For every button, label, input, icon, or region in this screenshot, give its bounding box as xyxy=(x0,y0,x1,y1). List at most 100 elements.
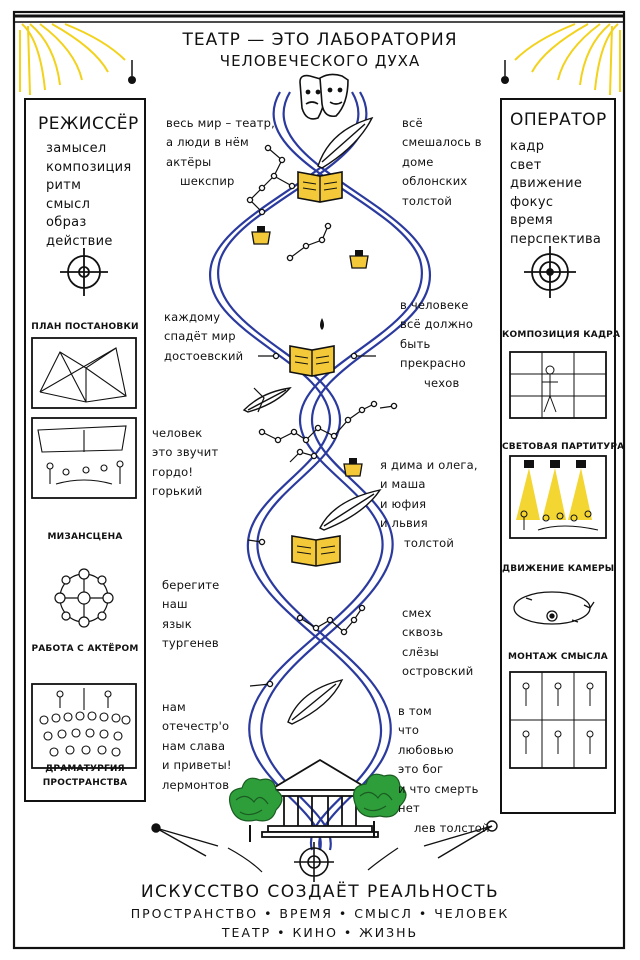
quote-dostoevsky: каждому спадёт мир достоевский xyxy=(164,288,243,386)
quote-author: шекспир xyxy=(180,174,235,188)
theater-building-icon xyxy=(261,758,379,838)
quote-lev-tolstoy: в том что любовью это бог и что смерть н… xyxy=(398,682,490,858)
caption-camera-movement: ДВИЖЕНИЕ КАМЕРЫ xyxy=(502,564,615,574)
main-title: ТЕАТР — ЭТО ЛАБОРАТОРИЯ xyxy=(182,30,458,50)
quill-icon xyxy=(242,387,292,413)
operator-item: кадр xyxy=(510,139,545,154)
book-icon xyxy=(289,345,335,377)
caption-light-score: СВЕТОВАЯ ПАРТИТУРА xyxy=(502,442,625,452)
quote-text: в человеке всё должно быть прекрасно xyxy=(400,297,474,371)
quote-author: островский xyxy=(402,664,474,678)
stage-sketch xyxy=(37,425,127,485)
tree-icon xyxy=(229,777,283,842)
caption-mise-en-scene: МИЗАНСЦЕНА xyxy=(47,532,123,542)
tree-icon xyxy=(353,773,407,838)
quote-shakespeare: весь мир – театр, а люди в нём актёры ше… xyxy=(166,94,275,211)
book-icon xyxy=(297,171,343,203)
operator-panel-art xyxy=(509,246,607,769)
quote-tolstoy-family: я дима и олега, и маша и юфия и львия то… xyxy=(380,436,478,573)
thirds-grid xyxy=(510,352,606,418)
quill-icon xyxy=(317,116,374,169)
connector-strokes xyxy=(227,847,399,873)
operator-item: движение xyxy=(510,176,583,191)
quote-author: горький xyxy=(152,484,203,498)
crosshair-icon xyxy=(294,842,334,882)
quote-gorky: человек это звучит гордо! горький xyxy=(152,404,218,521)
inkwell-icon xyxy=(251,226,271,245)
audience-sketch xyxy=(39,688,131,757)
operator-item: перспектива xyxy=(510,231,602,247)
spotlight-left-icon xyxy=(151,823,219,857)
quote-author: лев толстой xyxy=(414,820,490,835)
operator-item: фокус xyxy=(510,194,554,210)
quote-text: нам отечестр'о нам слава и приветы! xyxy=(162,699,232,773)
director-items-list: замысел композиция ритм смысл образ дейс… xyxy=(46,140,132,251)
caption-frame-composition: КОМПОЗИЦИЯ КАДРА xyxy=(502,330,621,340)
director-panel-art xyxy=(31,248,137,769)
quote-author: достоевский xyxy=(164,348,244,363)
quote-text: весь мир – театр, а люди в нём актёры xyxy=(166,115,275,169)
montage-grid xyxy=(510,672,606,768)
caption-staging-plan: ПЛАН ПОСТАНОВКИ xyxy=(31,322,139,332)
dna-helix xyxy=(208,91,432,851)
bottom-tagline-2: ТЕАТР • КИНО • ЖИЗНЬ xyxy=(221,925,419,940)
quote-author: лермонтов xyxy=(162,777,230,792)
quote-author: толстой xyxy=(402,193,453,208)
molecule-chain xyxy=(247,147,395,687)
caption-dramaturgy: ДРАМАТУРГИЯ xyxy=(45,764,125,774)
bottom-tagline-1: ПРОСТРАНСТВО • ВРЕМЯ • СМЫСЛ • ЧЕЛОВЕК xyxy=(130,906,510,921)
book-icon xyxy=(291,535,341,567)
quote-text: человек это звучит гордо! xyxy=(152,425,219,479)
operator-item: свет xyxy=(510,157,542,173)
curtain-rail xyxy=(14,14,624,23)
quill-icon xyxy=(287,678,344,725)
director-item: смысл xyxy=(46,196,91,212)
operator-panel: ОПЕРАТОР кадр свет движение фокус время … xyxy=(500,98,625,814)
quote-text: каждому спадёт мир xyxy=(164,309,236,344)
spotlight-icon xyxy=(516,460,592,520)
director-item: действие xyxy=(46,233,113,249)
theater-masks-icon xyxy=(299,73,349,120)
quote-lermontov: нам отечестр'о нам слава и приветы! лерм… xyxy=(162,678,232,815)
main-subtitle: ЧЕЛОВЕЧЕСКОГО ДУХА xyxy=(219,52,421,70)
stage-lamp-left-icon xyxy=(128,60,136,84)
quote-chekhov: в человеке всё должно быть прекрасно чех… xyxy=(400,276,473,413)
curtain-left-icon xyxy=(19,23,126,96)
quote-text: я дима и олега, и маша и юфия и львия xyxy=(380,457,478,531)
caption-space: ПРОСТРАНСТВА xyxy=(42,778,128,788)
director-item: образ xyxy=(46,215,87,230)
caption-actor-work: РАБОТА С АКТЁРОМ xyxy=(31,644,139,654)
director-item: композиция xyxy=(46,159,132,175)
quote-text: в том что любовью это бог и что смерть н… xyxy=(398,703,479,816)
quote-text: берегите наш язык xyxy=(162,577,220,631)
director-item: ритм xyxy=(46,178,82,193)
light-stage-figures xyxy=(520,510,599,531)
ink-drop-icon xyxy=(320,318,324,330)
quote-text: всё смешалось в доме облонских xyxy=(402,115,482,189)
inkwell-icon xyxy=(349,250,369,269)
curtain-right-icon xyxy=(514,23,621,96)
quote-ostrovsky: смех сквозь слёзы островский xyxy=(402,584,473,701)
molecule-nodes xyxy=(246,144,398,688)
director-panel: РЕЖИССЁР замысел композиция ритм смысл о… xyxy=(24,98,146,802)
quill-icon xyxy=(319,488,382,531)
caption-montage: МОНТАЖ СМЫСЛА xyxy=(508,652,608,662)
stage-lamp-right-icon xyxy=(501,60,509,84)
spotlight-right-icon xyxy=(423,820,498,859)
staging-plan-sketch xyxy=(39,347,127,403)
quote-tolstoy-oblonsky: всё смешалось в доме облонских толстой xyxy=(402,94,482,231)
operator-items-list: кадр свет движение фокус время перспекти… xyxy=(510,138,601,249)
mise-en-scene-diagram xyxy=(54,568,114,628)
director-item: замысел xyxy=(46,141,107,156)
crosshair-icon xyxy=(524,246,576,298)
operator-item: время xyxy=(510,213,554,228)
quote-author: чехов xyxy=(424,375,460,390)
quote-author: тургенев xyxy=(162,636,219,650)
quote-turgenev: берегите наш язык тургенев xyxy=(162,556,219,673)
frame-composition-box xyxy=(509,351,607,419)
inkwell-icon xyxy=(343,458,363,477)
camera-movement-diagram xyxy=(513,591,595,625)
quote-author: толстой xyxy=(404,535,455,550)
